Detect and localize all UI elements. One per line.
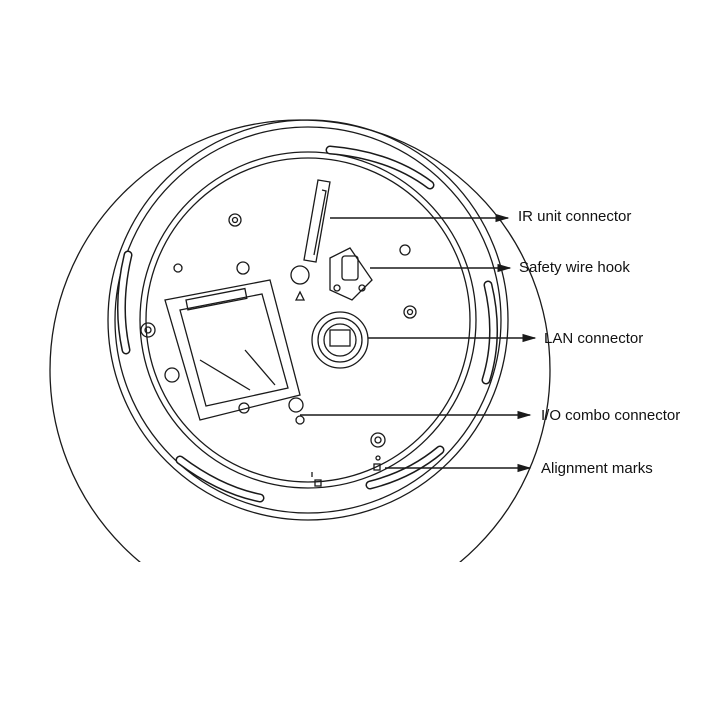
mounting-slots (117, 145, 498, 503)
alignment-mark-icons (311, 455, 381, 487)
label-ir-unit-connector: IR unit connector (518, 208, 632, 225)
label-io-combo-connector: I/O combo connector (541, 407, 681, 424)
ir-unit-connector (290, 179, 331, 301)
label-safety-wire-hook: Safety wire hook (519, 259, 630, 276)
lan-connector (311, 311, 369, 369)
label-lan-connector: LAN connector (544, 330, 644, 347)
mounting-plate-inner-ring (139, 151, 477, 489)
io-combo-connector (164, 279, 301, 421)
label-alignment-marks: Alignment marks (541, 460, 653, 477)
leader-lines (300, 213, 537, 473)
screw-holes (140, 213, 417, 448)
camera-body-outline (49, 119, 551, 562)
mounting-plate-outer (107, 119, 509, 521)
safety-wire-hook (329, 247, 373, 301)
